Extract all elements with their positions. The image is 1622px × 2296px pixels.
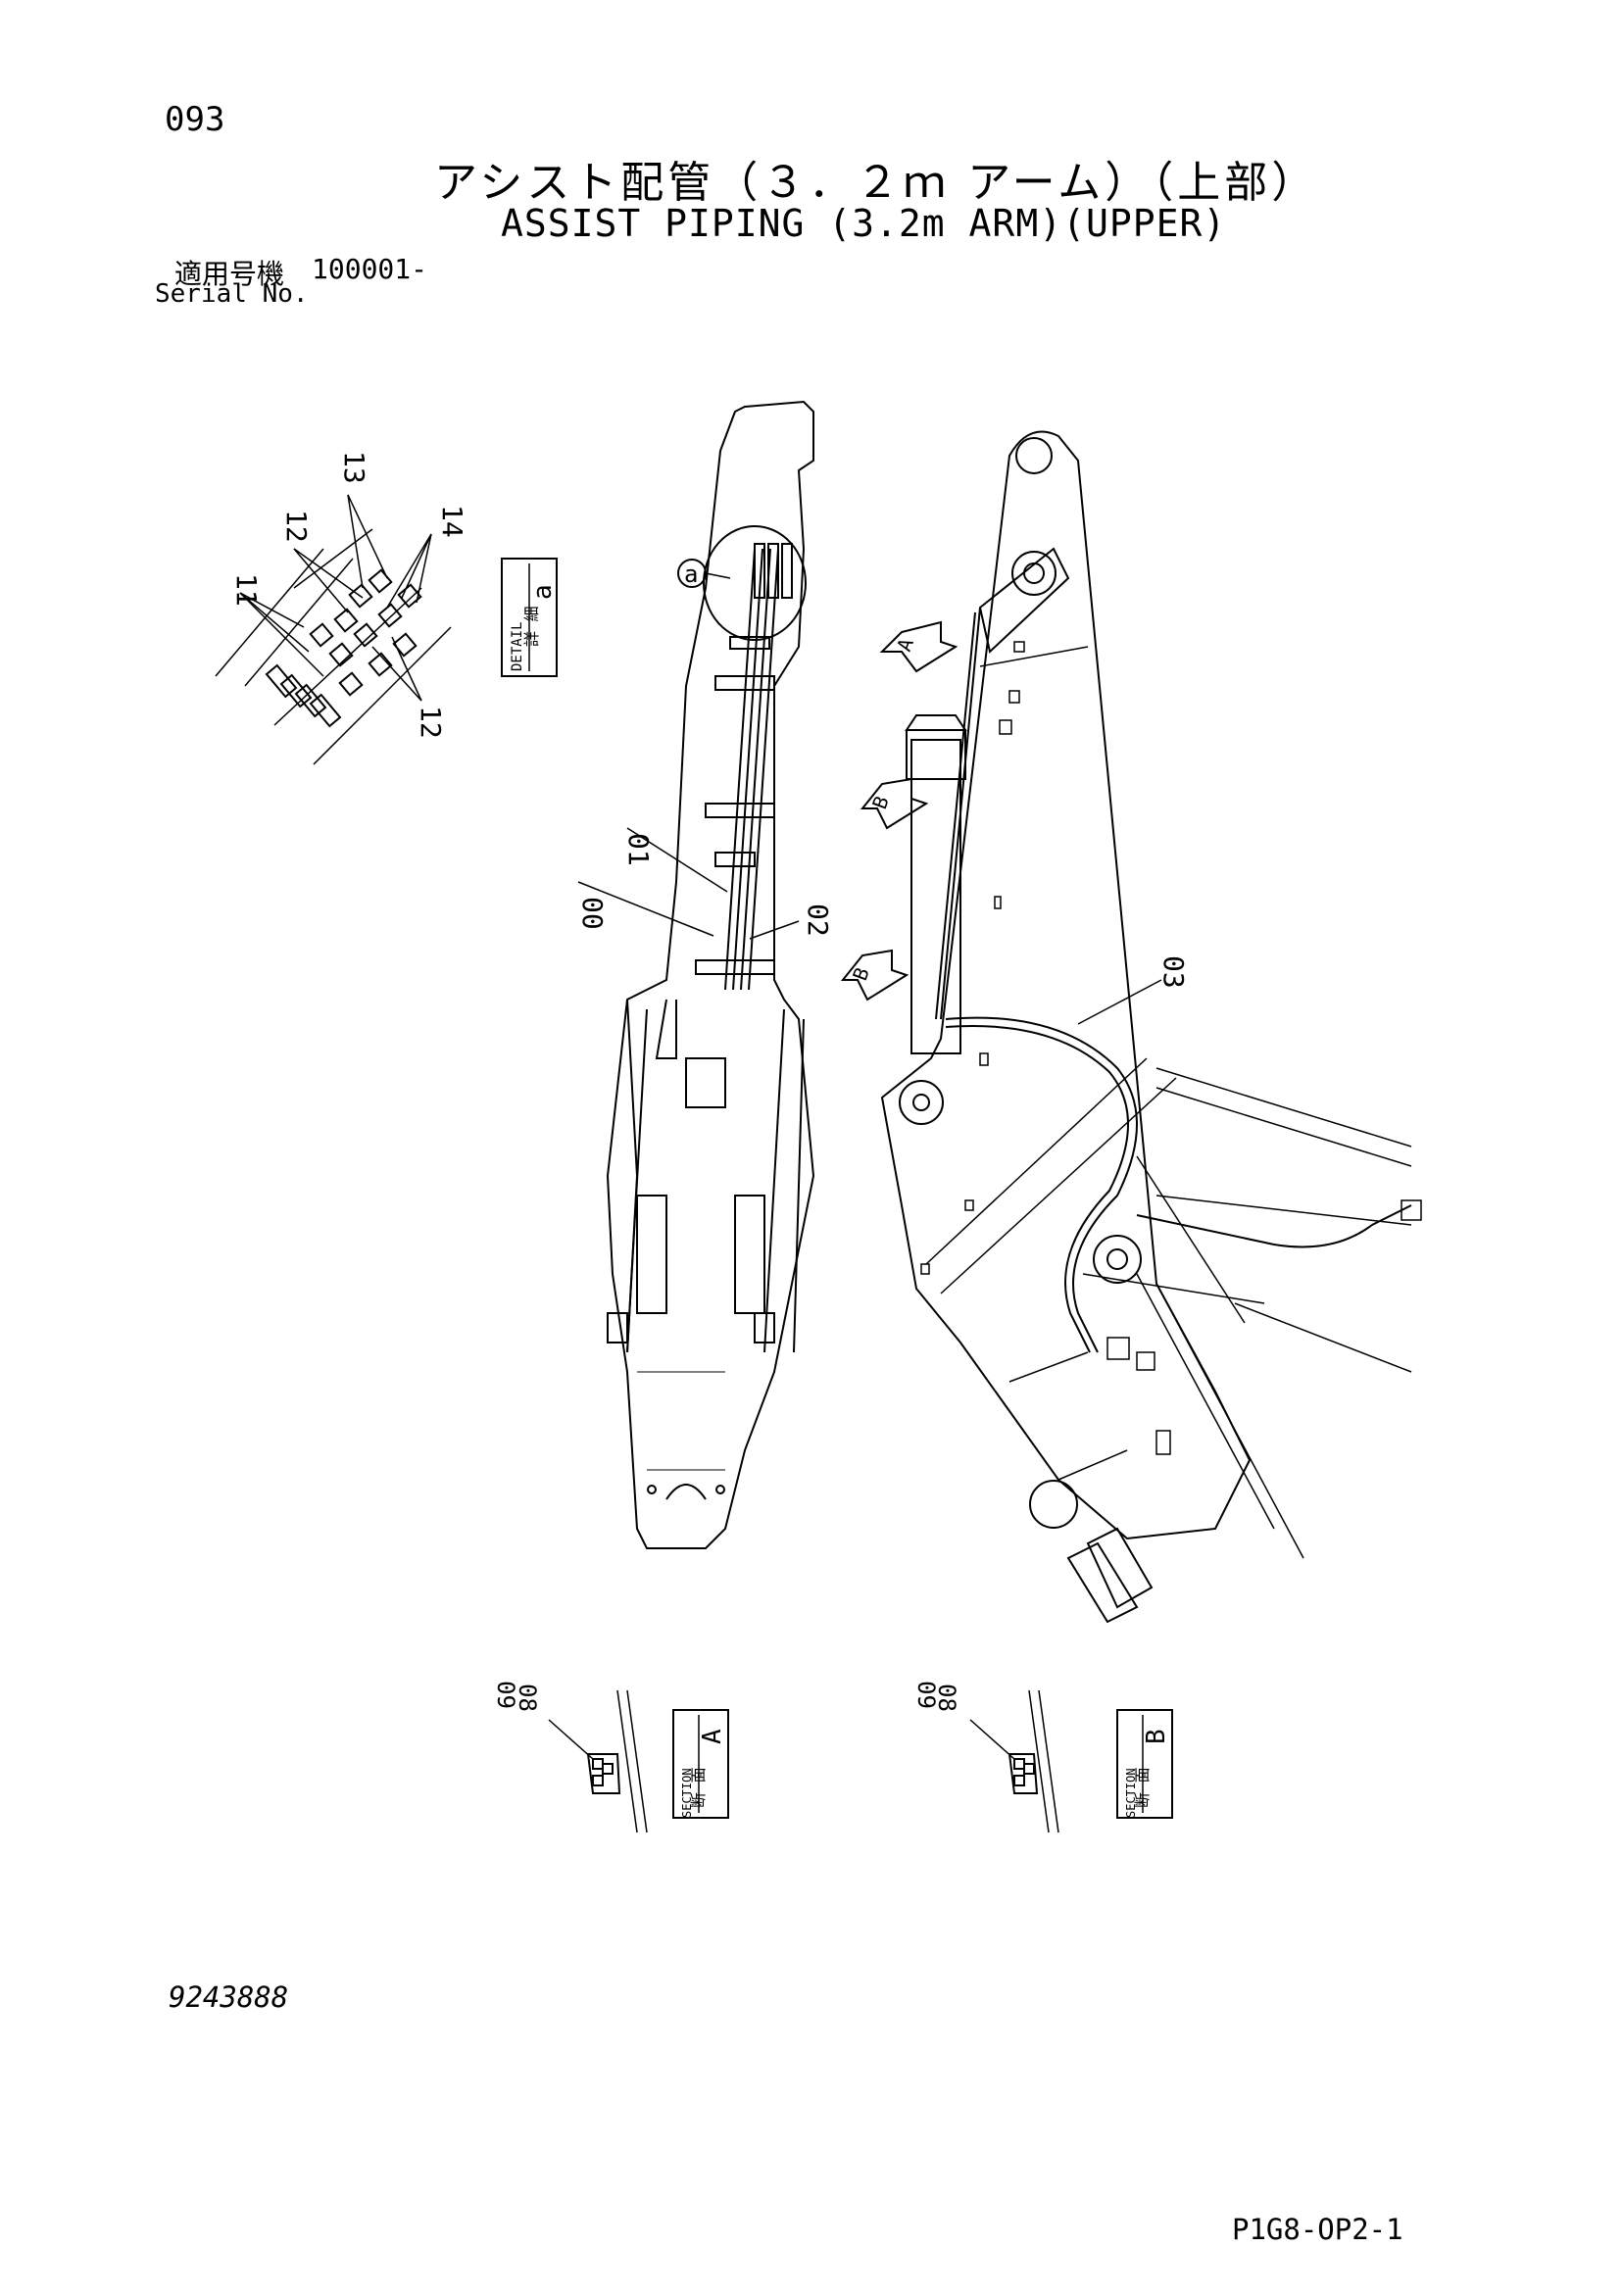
callout-11: 11 (230, 573, 263, 607)
detail-label-jp: 詳 細 (522, 606, 541, 647)
section-b-view: 09 08 断 面 SECTION B (912, 1681, 1173, 1833)
callout-13: 13 (338, 451, 370, 484)
callout-12-bottom: 12 (415, 706, 447, 739)
section-a-view: 09 08 断 面 SECTION A (492, 1681, 729, 1833)
detail-label-en: DETAIL (510, 621, 525, 671)
section-b-label-jp: 断 面 (1133, 1767, 1152, 1808)
section-b-label-box (1116, 1709, 1173, 1819)
serial-label-english: Serial No. (155, 279, 309, 309)
detail-marker-a: a (684, 561, 698, 588)
serial-label-japanese: 適用号機 (174, 258, 285, 290)
detail-a-label-box (501, 558, 558, 677)
detail-a-inset: 11 12 13 14 12 詳 細 DETAIL a (215, 451, 558, 765)
section-arrow-a: A (879, 620, 958, 673)
section-b-callout-08: 08 (933, 1684, 960, 1712)
section-a-label-en: SECTION (680, 1768, 694, 1818)
title-japanese: アシスト配管（３．２ｍ アーム）（上部） (434, 158, 1319, 208)
section-a-letter: A (698, 1729, 727, 1744)
section-arrow-b-upper: B (860, 777, 929, 830)
section-a-label-box (672, 1709, 729, 1819)
title-english: ASSIST PIPING (3.2m ARM)(UPPER) (501, 202, 1227, 245)
section-b-letter: B (1142, 1729, 1171, 1744)
page-number: 093 (165, 100, 225, 139)
page-code: P1G8-OP2-1 (1232, 2213, 1403, 2246)
section-a-callout-09: 09 (492, 1681, 519, 1709)
detail-letter: a (528, 584, 558, 600)
section-a-callout-08: 08 (514, 1684, 541, 1712)
section-arrow-b-lower: B (840, 949, 909, 1001)
section-b-label-en: SECTION (1124, 1768, 1138, 1818)
serial-value: 100001- (312, 253, 428, 285)
callout-12-top: 12 (280, 510, 313, 543)
section-b-callout-09: 09 (912, 1681, 940, 1709)
drawing-number: 9243888 (169, 1980, 289, 2014)
section-a-label-jp: 断 面 (689, 1767, 708, 1808)
callout-02: 02 (802, 904, 834, 937)
callout-03: 03 (1157, 955, 1190, 989)
callout-14: 14 (436, 505, 468, 538)
arm-top-view: a 00 (576, 400, 834, 1549)
arm-side-view: 03 A B B (840, 430, 1422, 1624)
callout-01: 01 (622, 833, 655, 866)
callout-00: 00 (576, 897, 609, 930)
